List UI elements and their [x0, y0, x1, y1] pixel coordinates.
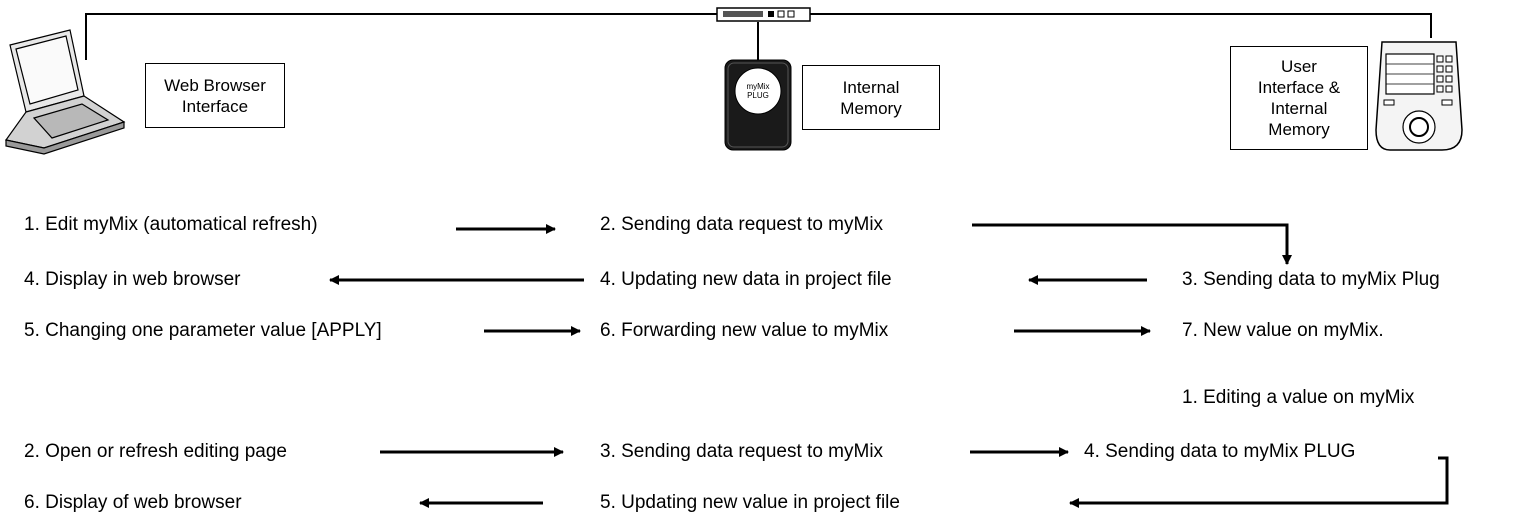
step-display-of-browser: 6. Display of web browser [24, 492, 242, 513]
network-switch-icon [716, 7, 811, 22]
web-browser-interface-box: Web Browser Interface [145, 63, 285, 128]
step-forwarding-new-value: 6. Forwarding new value to myMix [600, 320, 889, 341]
step-updating-new-data: 4. Updating new data in project file [600, 269, 892, 290]
mymix-plug-icon [724, 59, 792, 151]
step-sending-data-request-2: 3. Sending data request to myMix [600, 441, 884, 462]
step-edit-mymix: 1. Edit myMix (automatical refresh) [24, 214, 318, 235]
step-sending-data-to-plug: 3. Sending data to myMix Plug [1182, 269, 1440, 290]
user-interface-memory-box: User Interface & Internal Memory [1230, 46, 1368, 150]
web-browser-interface-label: Web Browser Interface [164, 75, 266, 116]
mymix-device-icon [1375, 41, 1463, 151]
plug-device-text: myMix PLUG [746, 82, 770, 100]
step-display-in-browser: 4. Display in web browser [24, 269, 241, 290]
step-sending-data-to-plug-2: 4. Sending data to myMix PLUG [1084, 441, 1356, 462]
internal-memory-box: Internal Memory [802, 65, 940, 130]
arrow-s12-s13 [1069, 456, 1449, 508]
laptop-icon [4, 29, 126, 155]
step-changing-parameter: 5. Changing one parameter value [APPLY] [24, 320, 382, 341]
step-new-value-on-mymix: 7. New value on myMix. [1182, 320, 1384, 341]
step-sending-data-request: 2. Sending data request to myMix [600, 214, 884, 235]
user-interface-memory-label: User Interface & Internal Memory [1257, 57, 1341, 139]
arrow-s2-s3 [972, 223, 1292, 265]
step-updating-new-value: 5. Updating new value in project file [600, 492, 900, 513]
step-open-refresh-page: 2. Open or refresh editing page [24, 441, 288, 462]
internal-memory-label: Internal Memory [840, 77, 902, 118]
step-editing-value: 1. Editing a value on myMix [1182, 387, 1415, 408]
